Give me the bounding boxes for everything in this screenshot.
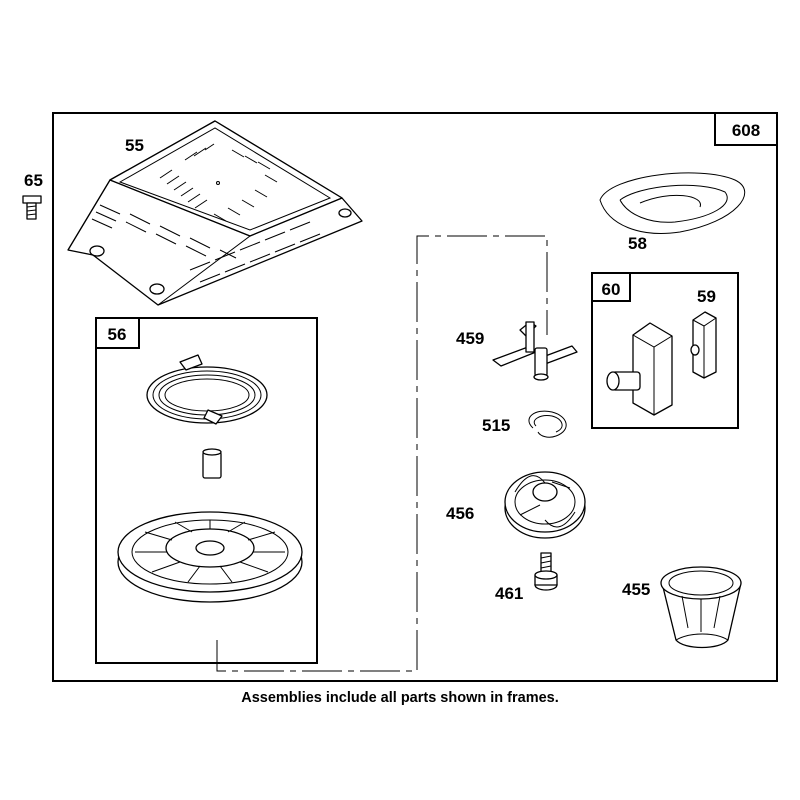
- part-number-59: 59: [697, 287, 716, 306]
- starter-cup-455: [660, 566, 742, 649]
- blower-housing-55: [67, 120, 363, 306]
- part-number-65: 65: [24, 171, 43, 190]
- label-box-60: [591, 272, 631, 302]
- assembly-frame-608: [52, 112, 778, 682]
- starter-pulley-56: [117, 511, 303, 603]
- starter-rope-58: [599, 172, 746, 234]
- part-number-515: 515: [482, 416, 510, 435]
- part-number-455: 455: [622, 580, 650, 599]
- label-box-608: [714, 112, 778, 146]
- part-number-58: 58: [628, 234, 647, 253]
- part-number-55: 55: [125, 136, 144, 155]
- part-number-459: 459: [456, 329, 484, 348]
- starter-cup-456: [504, 471, 586, 539]
- pulley-bushing-56: [202, 448, 222, 479]
- assembly-frame-56: [95, 317, 318, 664]
- brake-clip-59: [690, 311, 717, 379]
- pawl-459: [492, 321, 578, 381]
- rewind-spring-56: [146, 354, 268, 425]
- assemblies-caption: Assemblies include all parts shown in fr…: [241, 690, 559, 706]
- assembly-frame-60: [591, 272, 739, 429]
- part-number-56: 56: [108, 325, 127, 344]
- brake-block-60: [606, 322, 673, 416]
- part-number-461: 461: [495, 584, 523, 603]
- label-box-56: [95, 317, 140, 349]
- screw-461: [534, 552, 558, 591]
- bolt-65: [22, 195, 42, 220]
- connector-line: [216, 235, 548, 672]
- retainer-ring-515: [528, 410, 567, 438]
- part-number-608: 608: [732, 121, 760, 140]
- part-number-60: 60: [602, 280, 621, 299]
- part-number-456: 456: [446, 504, 474, 523]
